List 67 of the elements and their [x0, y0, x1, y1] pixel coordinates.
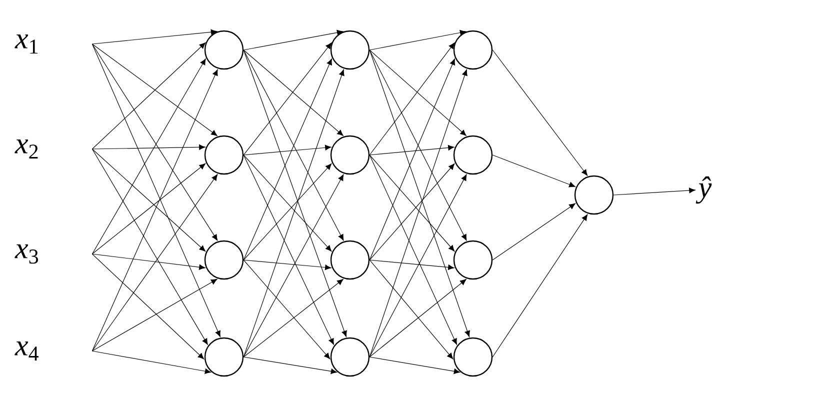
arrow	[369, 50, 470, 337]
neuron-circle	[453, 240, 493, 280]
arrow	[369, 69, 468, 358]
neuron-circle	[330, 135, 370, 175]
neuron-circle	[453, 30, 493, 70]
arrow	[92, 254, 204, 360]
variable-label: x$_{4}$	[14, 341, 38, 360]
arrow	[243, 154, 334, 345]
arrow	[492, 154, 576, 188]
arrow	[369, 58, 456, 260]
arrow	[243, 30, 344, 50]
arrow	[492, 214, 588, 358]
arrow	[243, 260, 330, 360]
arrow	[369, 42, 455, 156]
arrow	[92, 148, 206, 252]
arrow	[369, 154, 455, 252]
arrow	[492, 203, 576, 260]
neuron-circle	[330, 240, 370, 280]
arrow	[369, 50, 467, 241]
arrow	[92, 350, 212, 374]
arrow	[369, 356, 460, 374]
neuron-circle	[453, 135, 493, 175]
neuron-circle	[330, 337, 370, 377]
neuron-circle	[204, 240, 244, 280]
arrow	[243, 42, 332, 156]
arrow	[92, 144, 206, 150]
arrow	[92, 163, 206, 254]
arrow	[369, 50, 466, 136]
arrow	[613, 188, 696, 196]
variable-label: ŷ	[696, 176, 712, 204]
neuron-circle	[204, 135, 244, 175]
arrow	[369, 279, 466, 358]
arrow	[92, 278, 218, 352]
arrow	[369, 174, 467, 358]
arrow	[92, 254, 206, 270]
arrow	[369, 30, 466, 50]
arrow	[243, 58, 332, 260]
arrow	[243, 163, 332, 260]
arrow	[92, 174, 218, 352]
arrow	[243, 356, 338, 374]
arrow	[243, 50, 344, 241]
arrow	[492, 50, 588, 176]
arrow	[92, 58, 206, 254]
arrow	[243, 279, 344, 358]
variable-label: x$_{1}$	[14, 34, 38, 54]
arrow	[92, 29, 218, 44]
arrow	[92, 42, 206, 150]
arrow	[243, 174, 344, 358]
arrow	[243, 260, 332, 270]
arrow	[369, 260, 454, 360]
variable-label: x$_{3}$	[14, 244, 38, 264]
arrow	[369, 163, 455, 260]
arrow	[243, 144, 332, 156]
arrow	[369, 154, 457, 345]
arrow	[243, 50, 344, 136]
neuron-circle	[204, 30, 244, 70]
arrow	[243, 154, 332, 252]
arrow	[92, 44, 218, 241]
arrow	[92, 148, 208, 345]
neuron-circle	[204, 337, 244, 377]
arrow	[369, 260, 454, 270]
arrow	[369, 144, 454, 156]
neuron-circle	[453, 337, 493, 377]
variable-label: x$_{2}$	[14, 139, 38, 159]
neuron-circle	[574, 175, 614, 215]
arrow	[92, 44, 218, 136]
neuron-circle	[330, 30, 370, 70]
